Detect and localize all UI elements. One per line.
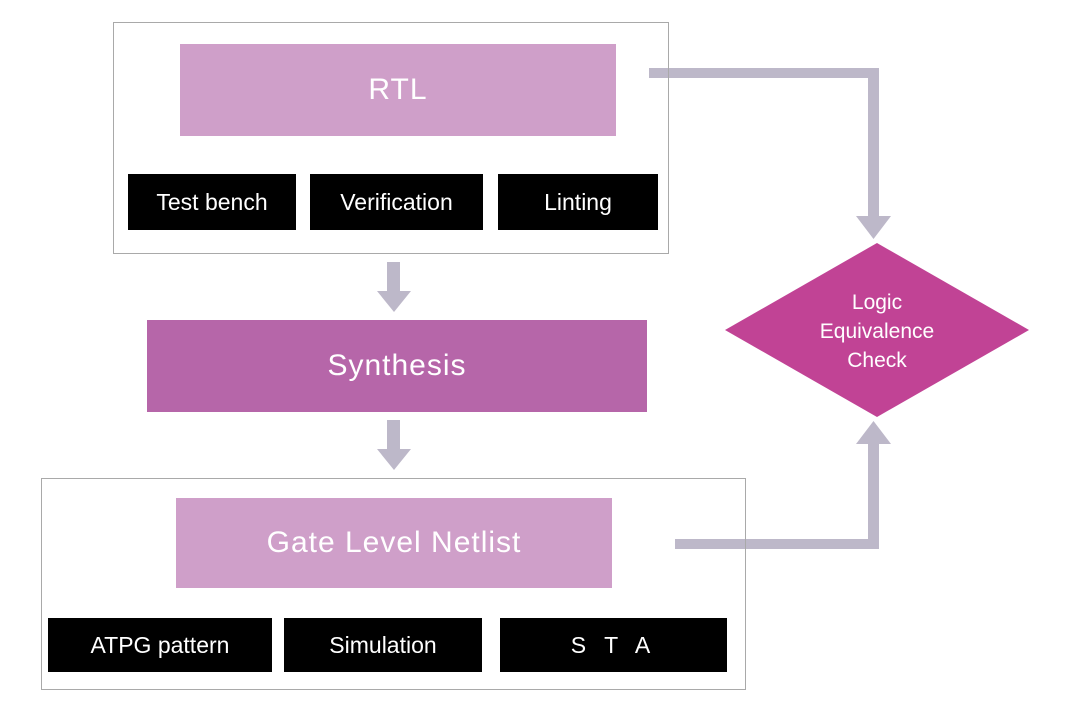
rtl-node: RTL [180, 44, 616, 136]
chip-test-bench: Test bench [128, 174, 296, 230]
gate-level-netlist-label: Gate Level Netlist [266, 526, 522, 559]
chip-verification: Verification [310, 174, 483, 230]
arrowhead-down-icon [856, 216, 891, 239]
lec-label-line-3: Check [847, 348, 907, 372]
chip-simulation-label: Simulation [329, 631, 437, 658]
synthesis-node-label: Synthesis [327, 349, 467, 382]
chip-sta: S T A [500, 618, 727, 672]
arrowhead-up-icon [856, 421, 891, 444]
synthesis-node: Synthesis [147, 320, 647, 412]
flow-arrow-synthesis-to-netlist [377, 420, 411, 470]
connector-netlist-to-lec [675, 421, 891, 549]
chip-sta-label: S T A [570, 631, 657, 658]
rtl-group-container [113, 22, 669, 254]
chip-verification-label: Verification [340, 188, 453, 215]
chip-atpg-pattern-label: ATPG pattern [90, 631, 230, 658]
arrowhead-down-icon [377, 449, 411, 470]
lec-diamond [725, 243, 1029, 417]
chip-linting-label: Linting [544, 188, 612, 215]
chip-test-bench-label: Test bench [156, 188, 268, 215]
connector-rtl-to-lec [649, 68, 891, 239]
netlist-group-container [41, 478, 746, 690]
lec-label-line-1: Logic [851, 290, 903, 314]
rtl-node-label: RTL [368, 73, 428, 106]
chip-linting: Linting [498, 174, 658, 230]
lec-diamond-label: Logic Equivalence Check [777, 287, 977, 375]
flow-arrow-rtl-to-synthesis [377, 262, 411, 312]
chip-atpg-pattern: ATPG pattern [48, 618, 272, 672]
chip-simulation: Simulation [284, 618, 482, 672]
lec-label-line-2: Equivalence [819, 319, 935, 343]
gate-level-netlist-node: Gate Level Netlist [176, 498, 612, 588]
arrowhead-down-icon [377, 291, 411, 312]
